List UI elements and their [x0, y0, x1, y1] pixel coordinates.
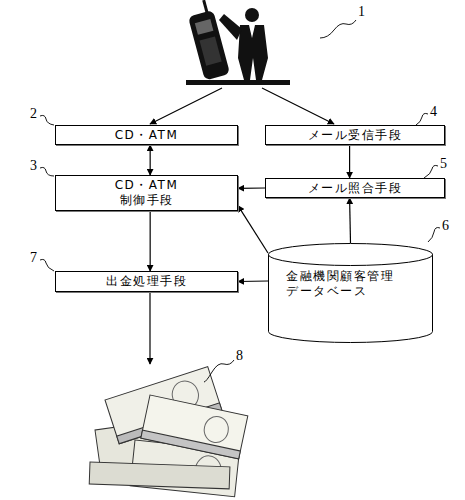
node-text: CD・ATM [115, 128, 179, 143]
cylinder-top [269, 244, 433, 266]
banknote-paper [89, 462, 230, 489]
leader-line [416, 113, 428, 125]
flow-arrow [150, 211, 151, 271]
customer-database: 金融機関顧客管理 データベース [268, 243, 433, 343]
mail-receive-box: メール受信手段 [265, 125, 445, 145]
person-arm [219, 14, 242, 40]
cylinder-body [269, 254, 433, 343]
phone-illustration [185, 0, 230, 80]
callout-number: 1 [358, 4, 365, 20]
leader-line [40, 259, 54, 271]
banknote-mark [202, 414, 231, 444]
callout-number: 3 [30, 158, 37, 174]
leader-line [204, 360, 234, 382]
flow-arrow [349, 145, 350, 178]
cash-arrow [149, 293, 150, 364]
money-illustration [89, 367, 248, 497]
withdrawal-box: 出金処理手段 [55, 271, 238, 292]
banknote [89, 462, 230, 489]
phone-screen [195, 19, 214, 35]
banknote [141, 395, 248, 459]
leader-lines [40, 20, 440, 382]
callout-number: 7 [30, 250, 37, 266]
leader-line [40, 167, 54, 176]
atm-box: CD・ATM [55, 125, 238, 145]
node-text: メール受信手段 [308, 128, 403, 143]
flow-arrow [150, 145, 151, 175]
node-text: 出金処理手段 [106, 274, 187, 289]
callout-number: 8 [236, 348, 243, 364]
ground-bar [186, 80, 290, 85]
leader-line [320, 20, 356, 38]
callout-number: 6 [442, 218, 449, 234]
user-arrow [150, 88, 222, 124]
node-text: メール照合手段 [308, 181, 403, 196]
person-illustration [185, 0, 290, 85]
phone-keypad [199, 36, 221, 65]
banknote-paper [141, 395, 248, 459]
callout-number: 2 [30, 106, 37, 122]
callout-number: 5 [440, 156, 447, 172]
leader-line [428, 228, 440, 243]
person-shirt [249, 25, 255, 38]
flow-arrow [349, 198, 351, 243]
atm-control-box: CD・ATM 制御手段 [55, 175, 238, 211]
leader-line [40, 115, 54, 125]
banknote-stack-edge [141, 430, 240, 459]
leader-line [424, 165, 438, 178]
callout-number: 4 [430, 104, 437, 120]
flow-arrow [238, 280, 268, 282]
flow-arrow [238, 206, 268, 253]
node-text: 金融機関顧客管理 データベース [286, 269, 404, 299]
person-head [245, 8, 259, 22]
node-text: CD・ATM 制御手段 [111, 178, 183, 208]
flow-arrow [238, 187, 265, 189]
mail-check-box: メール照合手段 [265, 178, 445, 198]
user-arrow [262, 88, 334, 124]
person-body [238, 25, 268, 80]
